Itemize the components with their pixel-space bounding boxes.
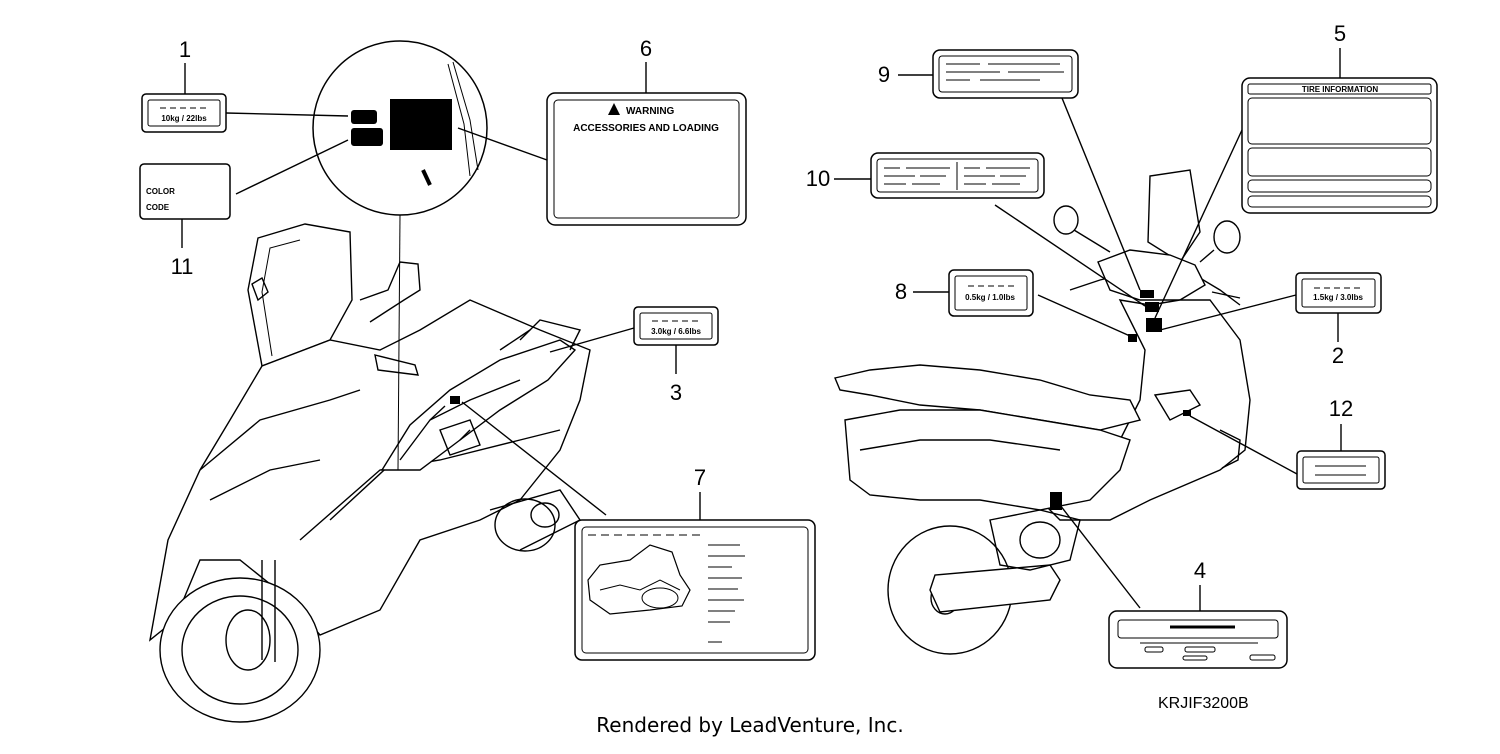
- warning-icon: [608, 103, 620, 115]
- callout-3: 3: [670, 380, 682, 405]
- label-11-line2: CODE: [146, 203, 170, 212]
- callout-12: 12: [1329, 396, 1353, 421]
- label-6: WARNING ACCESSORIES AND LOADING: [457, 92, 747, 226]
- diagram-code: KRJIF3200B: [1158, 695, 1249, 712]
- label-marks-right: [1050, 290, 1191, 510]
- footer-credit: Rendered by LeadVenture, Inc.: [596, 713, 904, 737]
- callout-1: 1: [179, 37, 191, 62]
- label-10: [870, 152, 1146, 307]
- label-4: [1059, 504, 1288, 669]
- callout-7: 7: [694, 465, 706, 490]
- callout-10: 10: [806, 166, 830, 191]
- label-8-text: 0.5kg / 1.0lbs: [965, 293, 1015, 302]
- callout-2: 2: [1332, 343, 1344, 368]
- callout-4: 4: [1194, 558, 1206, 583]
- label-5-title: TIRE INFORMATION: [1302, 85, 1379, 94]
- label-1: 10kg / 22lbs: [141, 93, 349, 133]
- label-7: [461, 401, 816, 661]
- label-1-text: 10kg / 22lbs: [161, 114, 207, 123]
- label-11-line1: COLOR: [146, 187, 175, 196]
- label-6-title: WARNING: [626, 106, 675, 117]
- label-mark-left-3: [450, 396, 460, 404]
- label-8: 0.5kg / 1.0lbs: [948, 269, 1131, 337]
- label-5: TIRE INFORMATION: [1154, 77, 1438, 319]
- label-9: [932, 49, 1141, 291]
- callout-6: 6: [640, 36, 652, 61]
- callout-9: 9: [878, 62, 890, 87]
- zoom-circle-left: [312, 40, 488, 471]
- label-3-text: 3.0kg / 6.6lbs: [651, 327, 701, 336]
- scooter-left: [148, 223, 591, 723]
- scooter-right: [834, 169, 1251, 655]
- label-6-subtitle: ACCESSORIES AND LOADING: [573, 123, 719, 134]
- label-2-text: 1.5kg / 3.0lbs: [1313, 293, 1363, 302]
- label-11: COLOR CODE: [139, 139, 349, 220]
- callout-5: 5: [1334, 21, 1346, 46]
- callout-11: 11: [171, 254, 194, 279]
- callout-8: 8: [895, 279, 907, 304]
